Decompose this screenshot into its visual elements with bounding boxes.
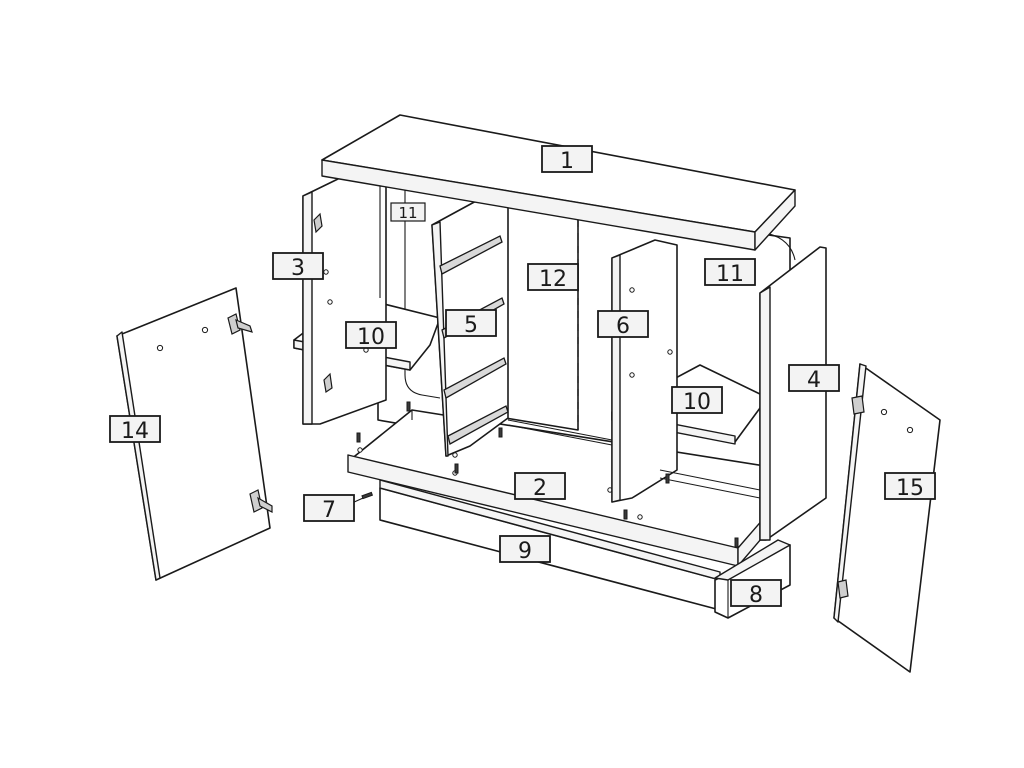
right-door xyxy=(833,363,941,673)
label-7: 7 xyxy=(303,494,355,523)
label-14-text: 14 xyxy=(121,419,149,444)
label-14: 14 xyxy=(109,415,161,444)
label-2-text: 2 xyxy=(533,476,547,501)
label-5-text: 5 xyxy=(464,313,478,338)
left-side-panel xyxy=(302,177,387,425)
left-door xyxy=(116,287,273,581)
label-11-small: 11 xyxy=(390,202,426,222)
label-10-left-text: 10 xyxy=(357,325,385,350)
label-2: 2 xyxy=(514,472,566,501)
label-4-text: 4 xyxy=(807,368,821,393)
label-3: 3 xyxy=(272,252,324,281)
label-1-text: 1 xyxy=(560,149,574,174)
label-10-right-text: 10 xyxy=(683,390,711,415)
label-9: 9 xyxy=(499,535,551,564)
right-side-panel xyxy=(659,246,827,541)
label-4: 4 xyxy=(788,364,840,393)
label-6-text: 6 xyxy=(616,314,630,339)
label-11-small-text: 11 xyxy=(398,204,417,222)
top-panel xyxy=(321,114,796,251)
label-8: 8 xyxy=(730,579,782,608)
label-15: 15 xyxy=(884,472,936,501)
label-5: 5 xyxy=(445,309,497,338)
label-8-text: 8 xyxy=(749,583,763,608)
label-12: 12 xyxy=(527,263,579,292)
label-3-text: 3 xyxy=(291,256,305,281)
label-12-text: 12 xyxy=(539,267,567,292)
dowels xyxy=(351,401,739,548)
label-7-text: 7 xyxy=(322,498,336,523)
right-partition xyxy=(611,239,678,503)
label-11-right-text: 11 xyxy=(716,262,744,287)
label-9-text: 9 xyxy=(518,539,532,564)
label-11-right: 11 xyxy=(704,258,756,287)
label-10-right: 10 xyxy=(671,386,723,415)
label-15-text: 15 xyxy=(896,476,924,501)
label-6: 6 xyxy=(597,310,649,339)
label-10-left: 10 xyxy=(345,321,397,350)
label-1: 1 xyxy=(541,145,593,174)
center-partition xyxy=(504,204,579,431)
